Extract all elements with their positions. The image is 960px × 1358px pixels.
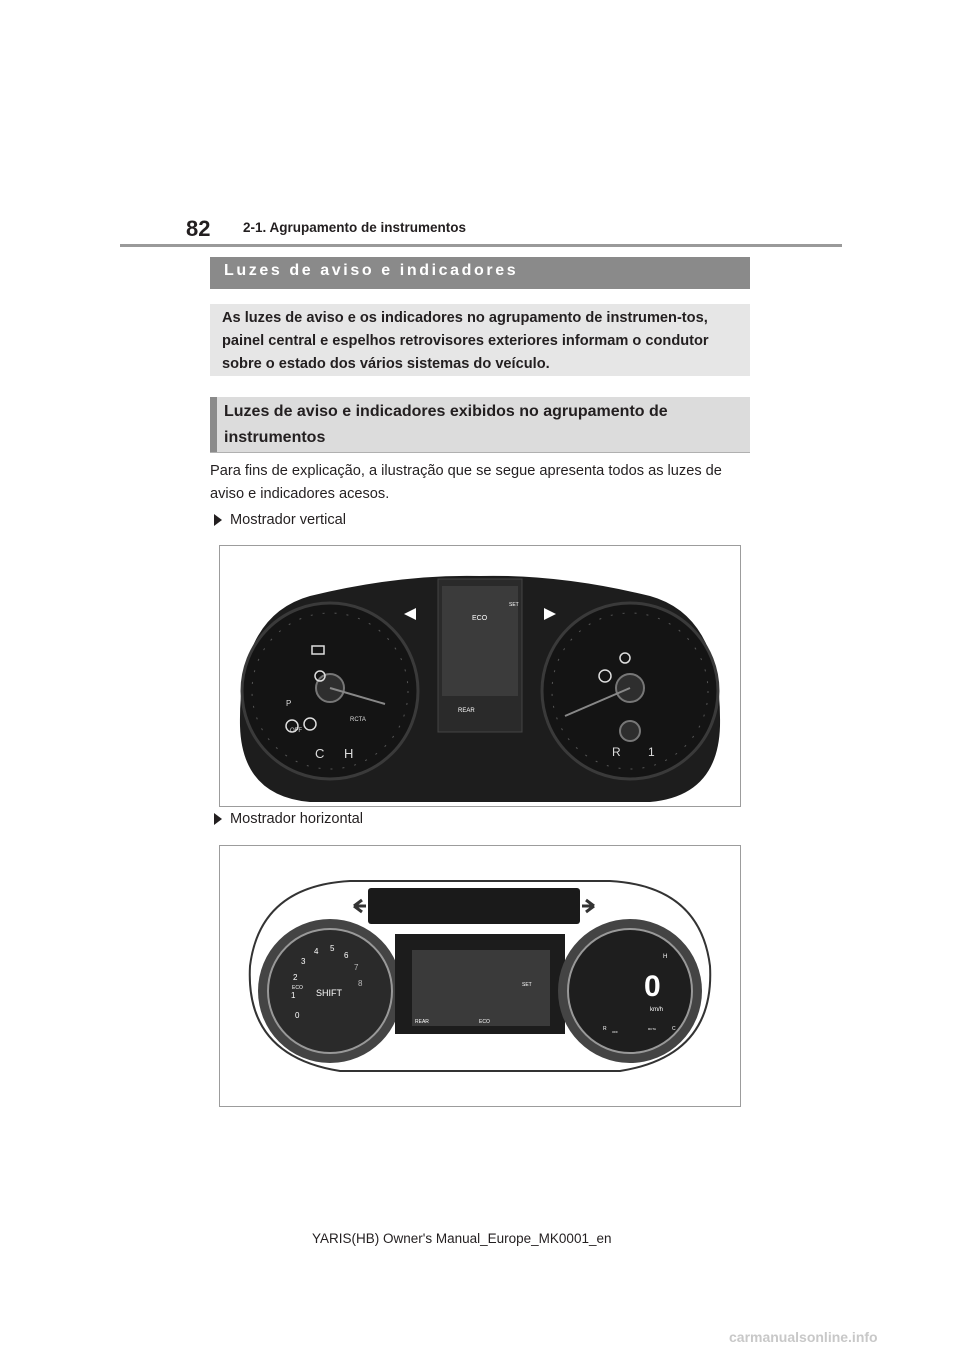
reverse-label: R: [612, 745, 621, 759]
bullet-triangle-icon: [214, 813, 222, 825]
tach-3: 3: [301, 957, 306, 966]
engine-icon: [311, 645, 325, 655]
right-small-hub: [619, 720, 641, 742]
rear-label: REAR: [415, 1019, 429, 1025]
brake-icon: [598, 669, 612, 683]
intro-text: As luzes de aviso e os indicadores no ag…: [222, 310, 709, 372]
temp-hot-label: H: [344, 746, 353, 761]
left-dial-ticks: [251, 612, 409, 770]
banner-title: Luzes de aviso e indicadores: [224, 262, 519, 279]
speed-unit: km/h: [650, 1007, 663, 1013]
one-label: 1: [648, 745, 655, 759]
turn-right-arrow-icon: [544, 608, 556, 620]
footer-text: YARIS(HB) Owner's Manual_Europe_MK0001_e…: [312, 1231, 612, 1246]
tach-0: 0: [295, 1011, 300, 1020]
speedometer: [567, 928, 693, 1054]
tire-pressure-icon: [314, 670, 326, 682]
turn-right-arrow-icon: [582, 898, 595, 914]
left-needle: [329, 687, 386, 705]
tach-5: 5: [330, 944, 335, 953]
rear-label: REAR: [458, 708, 475, 714]
eco-label: ECO: [292, 985, 303, 991]
p-label: P: [286, 699, 291, 708]
bullet-horizontal-display: Mostrador horizontal: [214, 811, 363, 827]
horizontal-cluster-illustration: 0 1 2 3 4 5 6 7 8 SHIFT ECO SET REAR ECO…: [248, 880, 712, 1072]
vertical-cluster-illustration: C H OFF RCTA P ECO SET REAR R 1: [239, 575, 721, 802]
section-title: 2-1. Agrupamento de instrumentos: [243, 220, 467, 235]
auto-icon: [303, 717, 317, 731]
bullet-vertical-display: Mostrador vertical: [214, 512, 346, 528]
subsection-title: Luzes de aviso e indicadores exibidos no…: [224, 403, 668, 446]
watermark: carmanualsonline.info: [729, 1329, 878, 1345]
set-label: SET: [522, 982, 532, 988]
display-screen: [442, 586, 518, 696]
page-number: 82: [186, 216, 211, 241]
rcta-label: RCTA: [350, 717, 366, 723]
header-divider: [120, 244, 842, 247]
figure-horizontal-cluster: 0 1 2 3 4 5 6 7 8 SHIFT ECO SET REAR ECO…: [219, 845, 741, 1107]
body-paragraph: Para fins de explicação, a ilustração qu…: [210, 463, 722, 502]
section-banner: Luzes de aviso e indicadores: [210, 257, 750, 289]
hot-label: H: [663, 954, 667, 960]
tach-4: 4: [314, 947, 319, 956]
auto-hold-icon: [285, 719, 299, 733]
reverse-label: R: [603, 1026, 607, 1032]
indicator-strip: [368, 888, 580, 924]
bullet-label: Mostrador vertical: [230, 512, 346, 528]
center-screen: [412, 950, 550, 1026]
right-needle: [564, 687, 631, 717]
bullet-label: Mostrador horizontal: [230, 811, 364, 827]
subsection-heading-box: Luzes de aviso e indicadores exibidos no…: [210, 397, 750, 452]
speed-digit: 0: [644, 970, 661, 1003]
subsection-divider: [210, 452, 750, 453]
figure-vertical-cluster: C H OFF RCTA P ECO SET REAR R 1: [219, 545, 741, 807]
set-label: SET: [509, 602, 519, 608]
temp-cold-label: C: [315, 746, 324, 761]
tach-6: 6: [344, 951, 349, 960]
tach-2: 2: [293, 973, 298, 982]
subsection-accent-bar: [210, 397, 217, 452]
parking-icon: [619, 652, 631, 664]
cold-label: C: [672, 1026, 676, 1032]
turn-left-arrow-icon: [353, 898, 366, 914]
tach-7: 7: [354, 963, 359, 972]
bullet-triangle-icon: [214, 514, 222, 526]
intro-box: As luzes de aviso e os indicadores no ag…: [210, 304, 750, 376]
tach-1: 1: [291, 991, 296, 1000]
eco-label: ECO: [472, 615, 488, 622]
tachometer: [267, 928, 393, 1054]
right-dial-ticks: [551, 612, 709, 770]
bottom-indicator-strip: [400, 1038, 560, 1052]
off-label: OFF: [612, 1030, 618, 1034]
tach-8: 8: [358, 979, 363, 988]
rcta-label: RCTA: [648, 1027, 656, 1031]
turn-left-arrow-icon: [404, 608, 416, 620]
display-eco-label: ECO: [479, 1019, 490, 1025]
shift-label: SHIFT: [316, 988, 343, 998]
